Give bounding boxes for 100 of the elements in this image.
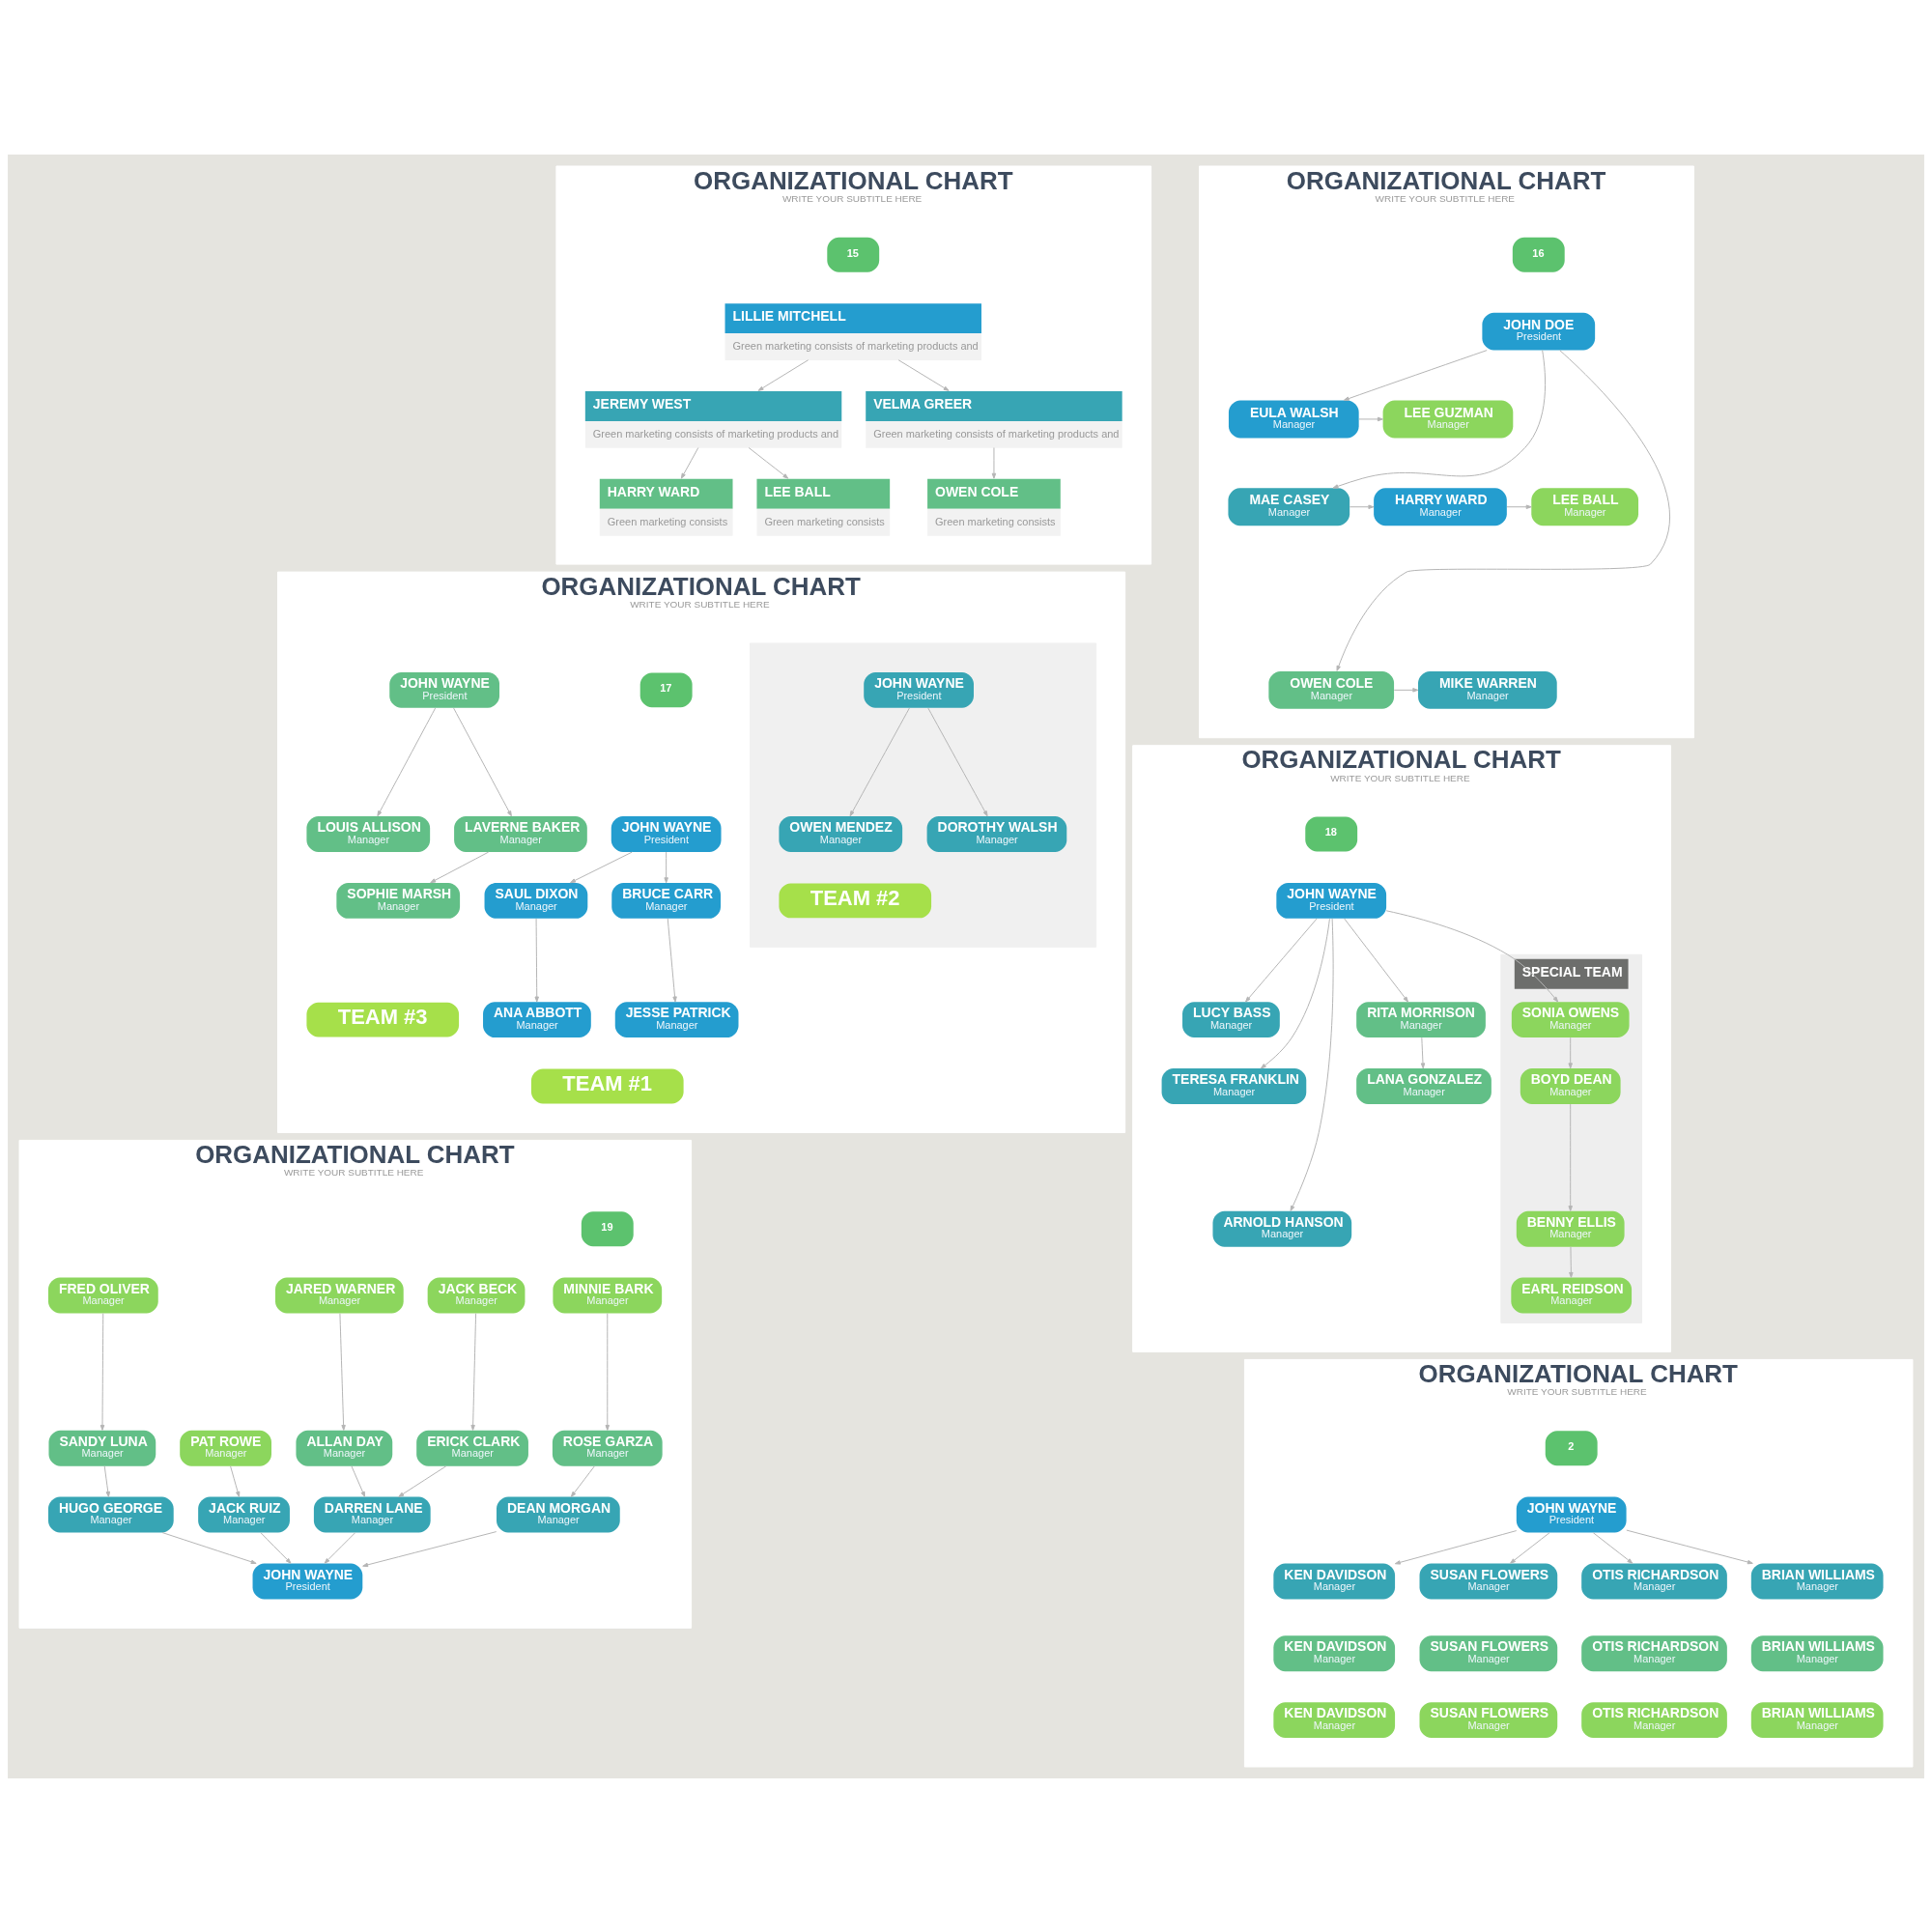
node-box: JOHN WAYNE President [611,815,722,852]
arrow [453,707,512,816]
arrow [849,707,910,816]
arrow [1245,918,1318,1002]
arrow [1592,1531,1634,1564]
node-box: TEAM #1 [530,1068,684,1103]
arrow [570,1464,595,1497]
node-box: PAT ROWE Manager [180,1430,271,1466]
node-box: SAUL DIXON Manager [484,882,588,919]
arrow [1510,1531,1550,1564]
arrow [605,1312,610,1431]
node-box: LANA GONZALEZ Manager [1356,1067,1492,1104]
node-box: DEAN MORGAN Manager [497,1496,620,1533]
node-box: OWEN MENDEZ Manager [779,815,903,852]
node-box: SOPHIE MARSH Manager [336,882,461,919]
node-box: MAE CASEY Manager [1228,487,1350,526]
arrow [1569,1245,1574,1278]
arrow [470,1312,477,1431]
node-box: TERESA FRANKLIN Manager [1161,1067,1307,1104]
node-box: BRIAN WILLIAMS Manager [1750,1701,1884,1738]
node-box: JACK RUIZ Manager [198,1496,290,1533]
node-box: JOHN WAYNE President [1516,1496,1627,1533]
arrow [664,851,668,883]
node-box: ALLAN DAY Manager [296,1430,393,1466]
node-box: LEE GUZMAN Manager [1382,399,1514,438]
node-box: LEE BALL Manager [1531,487,1639,526]
node-box: HUGO GEORGE Manager [48,1496,174,1533]
node-box: LUCY BASS Manager [1182,1001,1280,1037]
node-box: EARL REIDSON Manager [1511,1277,1633,1313]
node-box: JOHN WAYNE President [864,671,974,708]
node-box: LAVERNE BAKER Manager [454,815,587,852]
arrow [99,1312,105,1431]
arrow [667,918,677,1002]
node-box: SANDY LUNA Manager [48,1430,156,1466]
arrow [1332,349,1547,489]
cluster [749,641,1097,948]
arrow [927,707,988,816]
node-box: ROSE GARZA Manager [552,1430,663,1466]
node-box: ANA ABBOTT Manager [483,1001,591,1037]
node-box: JOHN WAYNE President [252,1562,363,1599]
arrow [398,1464,447,1497]
node-box: TEAM #3 [306,1002,460,1037]
node-box: KEN DAVIDSON Manager [1273,1634,1396,1671]
node-box: ARNOLD HANSON Manager [1212,1210,1352,1247]
arrow [1420,1037,1426,1068]
node-box: BRUCE CARR Manager [611,882,722,919]
node-box: JOHN DOE President [1482,312,1596,351]
arrow [1506,504,1532,509]
node-box: 2 [1545,1430,1598,1465]
node-box: BOYD DEAN Manager [1520,1067,1621,1104]
arrow [430,851,490,883]
arrow [1290,918,1334,1211]
arrow [324,1531,356,1564]
node-box: 15 [827,237,880,272]
arrow [1626,1529,1753,1564]
arrow [680,446,699,479]
node-box: EULA WALSH Manager [1228,399,1359,438]
node-box: JESSE PATRICK Manager [614,1001,739,1037]
node-box: JOHN WAYNE President [389,671,499,708]
node-box: KEN DAVIDSON Manager [1273,1701,1396,1738]
node-box: FRED OLIVER Manager [48,1277,158,1313]
node-box: DARREN LANE Manager [313,1496,431,1533]
arrow [991,446,997,479]
arrow [1393,687,1419,693]
arrow [1349,504,1375,509]
node-box: JARED WARNER Manager [275,1277,404,1313]
arrow [1568,1037,1573,1068]
arrow [1260,918,1330,1068]
arrow [1568,1103,1573,1211]
node-box: OTIS RICHARDSON Manager [1581,1562,1727,1599]
node-box: MIKE WARREN Manager [1418,670,1557,709]
arrow [757,358,810,391]
arrow [161,1531,257,1564]
node-box: JACK BECK Manager [427,1277,526,1313]
node-box: HARRY WARD Manager [1374,487,1507,526]
arrow [351,1464,366,1497]
node-box: OWEN COLE Manager [1268,670,1395,709]
node-box: BRIAN WILLIAMS Manager [1750,1562,1884,1599]
node-box: SUSAN FLOWERS Manager [1419,1701,1558,1738]
node-box: JOHN WAYNE President [1276,882,1387,919]
arrow [339,1312,346,1431]
node-box: ERICK CLARK Manager [416,1430,528,1466]
node-box: OTIS RICHARDSON Manager [1581,1634,1727,1671]
node-box: SUSAN FLOWERS Manager [1419,1634,1558,1671]
node-box: BRIAN WILLIAMS Manager [1750,1634,1884,1671]
arrow [1358,416,1383,421]
node-box: SUSAN FLOWERS Manager [1419,1562,1558,1599]
node-box: 19 [581,1210,634,1246]
node-box: LOUIS ALLISON Manager [306,815,431,852]
node-box: KEN DAVIDSON Manager [1273,1562,1396,1599]
arrow [534,918,539,1002]
node-box: SONIA OWENS Manager [1511,1001,1630,1037]
arrow [260,1531,292,1564]
arrow [897,358,950,391]
node-box: TEAM #2 [779,882,932,918]
node-box: RITA MORRISON Manager [1356,1001,1486,1037]
arrow [1344,918,1408,1002]
arrow [230,1464,241,1497]
node-box: 18 [1305,816,1358,851]
arrow [1385,909,1559,1002]
